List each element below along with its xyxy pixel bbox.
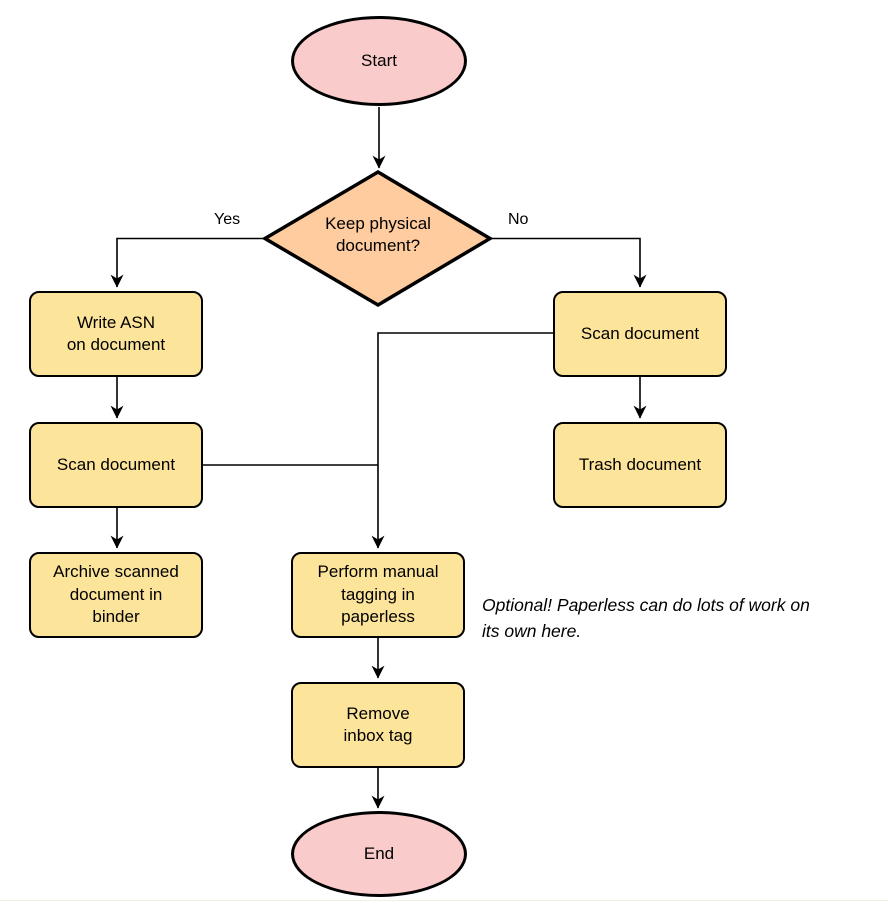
decision-diamond-shape — [261, 169, 494, 308]
edge-scan-right-to-tagging — [371, 332, 553, 549]
node-scan-document-right: Scan document — [553, 291, 727, 377]
node-archive-in-binder-label: Archive scanned document in binder — [53, 562, 179, 627]
node-end-label: End — [363, 843, 395, 863]
node-write-asn-label: Write ASN on document — [66, 312, 166, 354]
node-remove-inbox-tag-label: Remove inbox tag — [343, 703, 413, 745]
node-archive-in-binder: Archive scanned document in binder — [29, 552, 203, 638]
node-remove-inbox-tag: Remove inbox tag — [291, 682, 465, 768]
node-manual-tagging-label: Perform manual tagging in paperless — [317, 562, 439, 627]
node-start-label: Start — [361, 50, 397, 70]
node-write-asn: Write ASN on document — [29, 291, 203, 377]
node-scan-document-right-label: Scan document — [580, 323, 700, 343]
node-scan-document-left: Scan document — [29, 422, 203, 508]
node-end: End — [291, 811, 467, 897]
node-start: Start — [291, 16, 467, 106]
edge-decision-no-to-scan-right — [490, 237, 647, 288]
edge-decision-yes-to-write-asn — [110, 237, 265, 288]
node-scan-document-left-label: Scan document — [56, 454, 176, 474]
node-manual-tagging: Perform manual tagging in paperless — [291, 552, 465, 638]
edge-label-yes: Yes — [212, 211, 243, 229]
optional-note: Optional! Paperless can do lots of work … — [482, 595, 810, 642]
bottom-hairline — [0, 900, 888, 901]
edge-label-no: No — [506, 211, 531, 229]
node-trash-document-label: Trash document — [578, 454, 702, 474]
node-trash-document: Trash document — [553, 422, 727, 508]
node-decision-label: Keep physical document? — [325, 214, 431, 256]
